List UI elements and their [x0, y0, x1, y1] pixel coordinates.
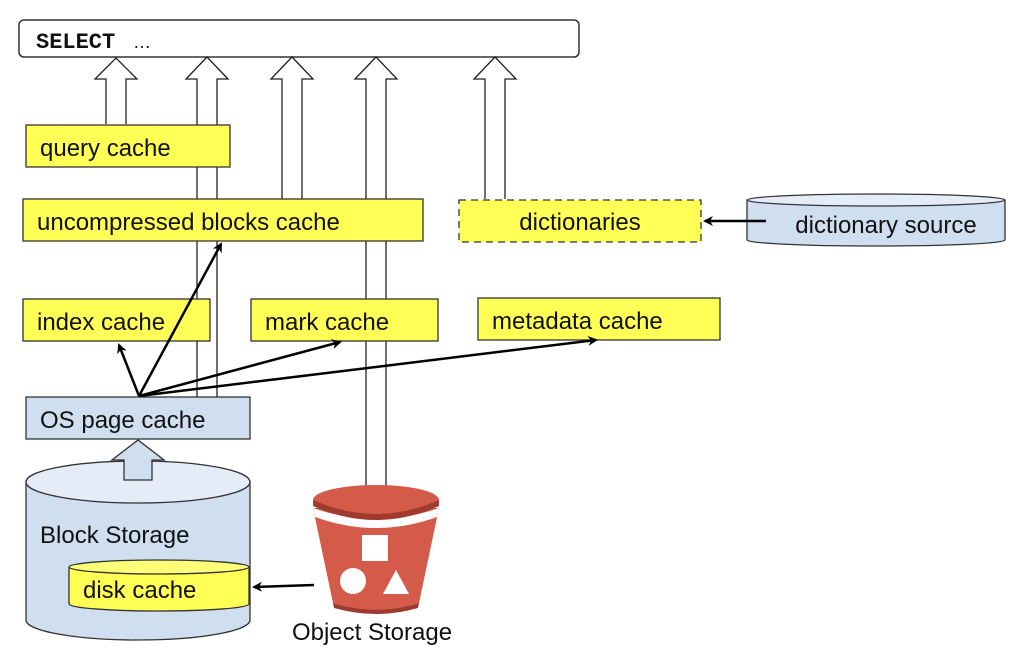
query-cache-label: query cache	[40, 135, 171, 162]
object-storage-to-disk-cache-arrow	[252, 581, 315, 592]
bucket-circle-shape	[340, 568, 366, 594]
select-query-bar: SELECT …	[18, 19, 580, 58]
query-cache-box: query cache	[25, 124, 231, 168]
object-storage-label: Object Storage	[292, 619, 452, 646]
os-page-cache-box: OS page cache	[25, 396, 251, 440]
index-cache-label: index cache	[37, 309, 165, 336]
dictionaries-output-arrow	[472, 56, 518, 199]
dictionaries-label: dictionaries	[519, 209, 640, 236]
bucket-square-shape	[362, 535, 388, 561]
uncompressed-blocks-cache-label: uncompressed blocks cache	[37, 209, 340, 236]
metadata-cache-label: metadata cache	[492, 308, 663, 335]
select-keyword: SELECT	[36, 30, 115, 55]
uncompressed-blocks-cache-box: uncompressed blocks cache	[22, 198, 424, 242]
select-ellipsis: …	[133, 32, 151, 52]
os-to-uncompressed-cache-arrow	[137, 242, 223, 397]
object-storage-bucket-icon	[313, 485, 439, 614]
dictionaries-box: dictionaries	[458, 199, 702, 243]
block-storage-cylinder: Block Storage	[25, 460, 251, 641]
metadata-cache-box: metadata cache	[477, 297, 721, 341]
block-storage-to-os-arrow	[110, 439, 166, 481]
mark-cache-label: mark cache	[265, 309, 389, 336]
os-to-metadata-cache-arrow	[138, 336, 598, 398]
object-storage-output-arrow	[353, 56, 399, 487]
disk-cache-cylinder: disk cache	[68, 559, 250, 612]
dictionary-source-label: dictionary source	[795, 212, 976, 239]
os-to-index-cache-arrow	[117, 343, 141, 397]
index-cache-box: index cache	[22, 298, 211, 342]
mark-cache-output-arrow	[269, 56, 315, 199]
bucket-triangle-shape	[383, 570, 409, 594]
dictionary-source-cylinder: dictionary source	[746, 193, 1006, 247]
os-to-mark-cache-arrow	[138, 339, 342, 398]
disk-cache-label: disk cache	[83, 577, 196, 604]
mark-cache-box: mark cache	[250, 298, 439, 342]
query-cache-output-arrow	[93, 57, 139, 124]
os-page-cache-label: OS page cache	[40, 407, 205, 434]
block-storage-label: Block Storage	[40, 522, 189, 549]
